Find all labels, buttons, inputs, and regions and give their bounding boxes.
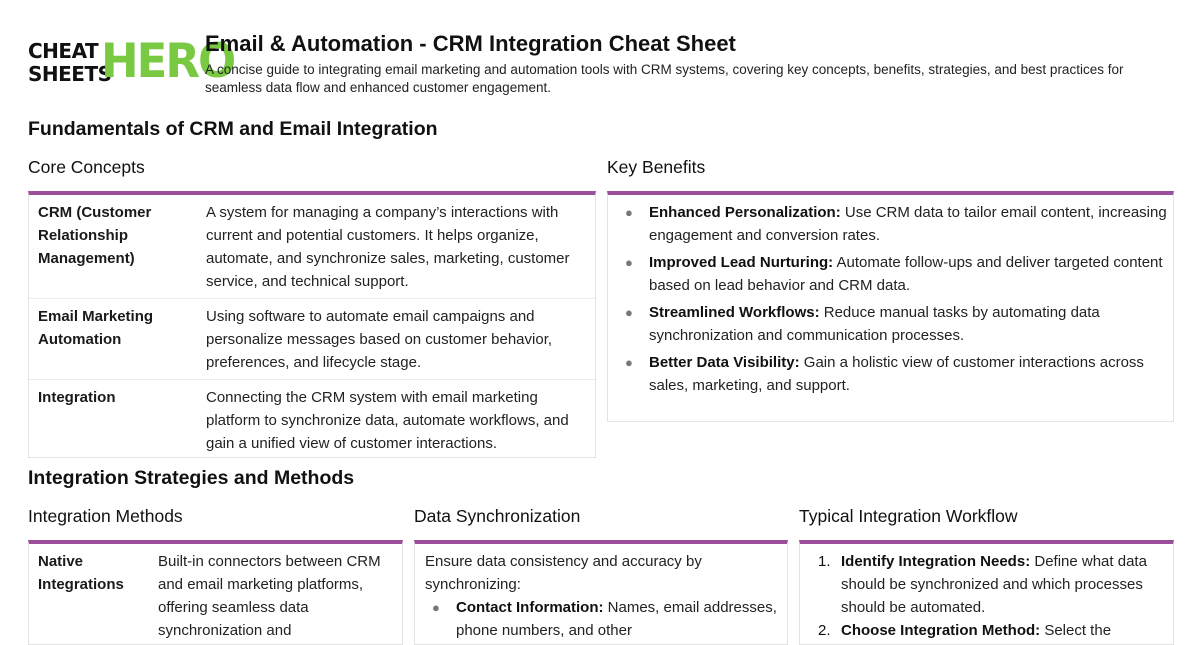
page-title: Email & Automation - CRM Integration Che… (205, 31, 736, 56)
workflow-steps: 1.Identify Integration Needs: Define wha… (800, 544, 1173, 642)
bullet-icon: ● (625, 255, 633, 270)
table-row: CRM (Customer Relationship Management) A… (29, 195, 595, 299)
table-row: Integration Connecting the CRM system wi… (29, 380, 595, 457)
bullet-icon: ● (625, 355, 633, 370)
typical-workflow-card: 1.Identify Integration Needs: Define wha… (799, 540, 1174, 645)
list-item: ●Improved Lead Nurturing: Automate follo… (608, 251, 1173, 297)
core-concepts-card: CRM (Customer Relationship Management) A… (28, 191, 596, 458)
term-email-marketing-automation: Email Marketing Automation (38, 308, 154, 348)
logo-word-sheets: SHEETS (28, 62, 112, 86)
logo-word-cheat: CHEAT (28, 39, 99, 63)
bullet-icon: ● (432, 600, 440, 615)
term-crm: CRM (Customer Relationship Management) (38, 204, 152, 267)
page-subtitle: A concise guide to integrating email mar… (205, 62, 1124, 95)
list-item: 1.Identify Integration Needs: Define wha… (818, 553, 1147, 616)
logo-word-hero: HERO (101, 32, 236, 89)
section-title-strategies: Integration Strategies and Methods (28, 467, 355, 489)
data-synchronization-card: Ensure data consistency and accuracy by … (414, 540, 788, 645)
card-title-integration-methods: Integration Methods (28, 506, 183, 526)
card-title-data-synchronization: Data Synchronization (414, 506, 581, 526)
term-native-integrations: Native Integrations (38, 553, 124, 593)
term-integration: Integration (38, 389, 116, 406)
benefits-list: ●Enhanced Personalization: Use CRM data … (608, 195, 1173, 397)
definition-native-integrations: Built-in connectors between CRM and emai… (158, 553, 381, 639)
bullet-icon: ● (625, 305, 633, 320)
logo[interactable]: CHEAT SHEETS HERO (28, 35, 236, 88)
list-item: ●Streamlined Workflows: Reduce manual ta… (608, 301, 1173, 347)
list-item: ●Contact Information: Names, email addre… (415, 596, 787, 642)
list-item: ●Enhanced Personalization: Use CRM data … (608, 201, 1173, 247)
definition-crm: A system for managing a company’s intera… (206, 204, 570, 290)
key-benefits-card: ●Enhanced Personalization: Use CRM data … (607, 191, 1174, 422)
card-title-typical-workflow: Typical Integration Workflow (799, 506, 1018, 526)
sync-intro: Ensure data consistency and accuracy by … (425, 553, 702, 593)
list-item: ●Better Data Visibility: Gain a holistic… (608, 351, 1173, 397)
bullet-icon: ● (625, 205, 633, 220)
section-title-fundamentals: Fundamentals of CRM and Email Integratio… (28, 118, 438, 140)
list-item: 2.Choose Integration Method: Select the (818, 622, 1112, 639)
table-row: Email Marketing Automation Using softwar… (29, 299, 595, 380)
card-title-core-concepts: Core Concepts (28, 157, 145, 177)
integration-methods-card: Native Integrations Built-in connectors … (28, 540, 403, 645)
definition-email-marketing-automation: Using software to automate email campaig… (206, 308, 553, 371)
card-title-key-benefits: Key Benefits (607, 157, 706, 177)
definition-integration: Connecting the CRM system with email mar… (206, 389, 569, 452)
